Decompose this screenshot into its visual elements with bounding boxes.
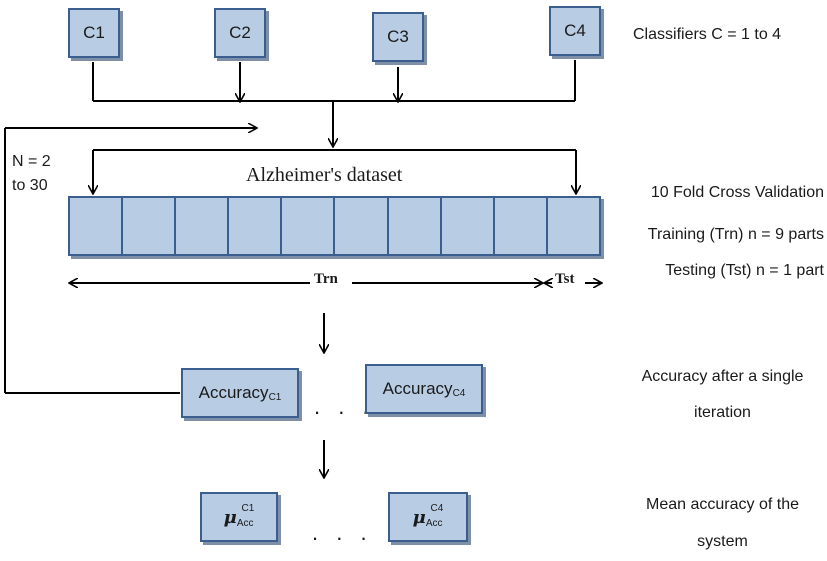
accuracy-ellipsis: . . . <box>314 394 375 419</box>
fold-10 <box>547 198 599 254</box>
fold-4 <box>229 198 283 254</box>
fold-1 <box>70 198 124 254</box>
mean-mu-c1: μ <box>223 506 237 528</box>
iterations-label: N = 2 to 30 <box>12 153 51 194</box>
fold-9 <box>494 198 548 254</box>
mean-ellipsis: . . . <box>312 520 373 545</box>
classifier-box-c3: C3 <box>372 12 424 62</box>
classifier-box-c1: C1 <box>68 8 120 58</box>
dataset-title: Alzheimer's dataset <box>246 164 403 186</box>
accuracy-sub-c1: C1 <box>268 391 282 403</box>
accuracy-caption-2: iteration <box>694 404 751 421</box>
cv-caption-3: Testing (Tst) n = 1 part <box>665 262 824 279</box>
fold-5 <box>282 198 336 254</box>
fold-3 <box>176 198 230 254</box>
fold-bar <box>68 196 601 256</box>
cv-caption-1: 10 Fold Cross Validation <box>650 184 824 201</box>
mean-caption-2: system <box>697 533 748 550</box>
fold-8 <box>441 198 495 254</box>
classifier-box-c4: C4 <box>549 6 601 56</box>
mean-caption-1: Mean accuracy of the <box>646 496 799 513</box>
classifiers-caption: Classifiers C = 1 to 4 <box>633 26 782 43</box>
mean-sub-c4: Acc <box>425 517 443 529</box>
accuracy-base-c4: Accuracy <box>382 379 453 398</box>
mean-mu-c4: μ <box>412 506 426 528</box>
fold-7 <box>388 198 442 254</box>
fold-6 <box>335 198 389 254</box>
accuracy-caption-1: Accuracy after a single <box>641 368 804 385</box>
mean-sup-c1: C1 <box>241 502 255 514</box>
tst-label: Tst <box>555 271 575 287</box>
mean-sub-c1: Acc <box>236 517 254 529</box>
accuracy-sub-c4: C4 <box>452 387 466 399</box>
cv-caption-2: Training (Trn) n = 9 parts <box>647 226 824 243</box>
trn-label: Trn <box>314 271 338 287</box>
accuracy-base: Accuracy <box>198 383 269 402</box>
classifier-box-c2: C2 <box>214 8 266 58</box>
fold-2 <box>123 198 177 254</box>
mean-sup-c4: C4 <box>430 502 444 514</box>
